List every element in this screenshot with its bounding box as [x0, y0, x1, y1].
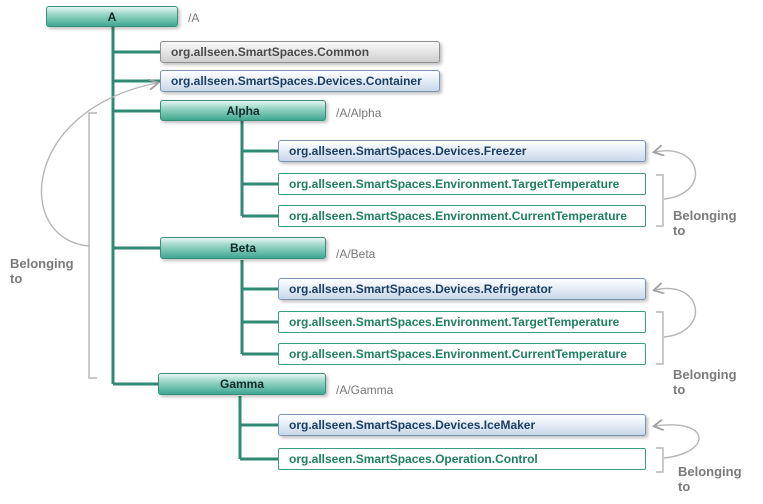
interface-common-label: org.allseen.SmartSpaces.Common: [171, 45, 370, 59]
interface-icemaker[interactable]: org.allseen.SmartSpaces.Devices.IceMaker: [278, 414, 646, 436]
interface-icemaker-label: org.allseen.SmartSpaces.Devices.IceMaker: [289, 418, 536, 432]
root-object-path: /A: [188, 11, 200, 25]
interface-beta-target-temperature-label: org.allseen.SmartSpaces.Environment.Targ…: [289, 315, 620, 329]
gamma-belonging-arrow: [655, 425, 700, 459]
left-belonging-label: Belonging to: [10, 256, 74, 286]
interface-devices-container-label: org.allseen.SmartSpaces.Devices.Containe…: [171, 74, 422, 88]
interface-beta-current-temperature-label: org.allseen.SmartSpaces.Environment.Curr…: [289, 347, 627, 361]
left-belonging-bracket: [88, 112, 97, 379]
gamma-belonging-label: Belonging to: [678, 464, 742, 494]
alpha-belonging-label: Belonging to: [673, 208, 737, 238]
gamma-belonging-bracket: [656, 447, 664, 473]
object-gamma-label: Gamma: [219, 377, 265, 391]
interface-alpha-current-temperature[interactable]: org.allseen.SmartSpaces.Environment.Curr…: [278, 205, 646, 227]
interface-refrigerator-label: org.allseen.SmartSpaces.Devices.Refriger…: [289, 282, 553, 296]
interface-freezer[interactable]: org.allseen.SmartSpaces.Devices.Freezer: [278, 140, 646, 162]
interface-beta-target-temperature[interactable]: org.allseen.SmartSpaces.Environment.Targ…: [278, 311, 646, 333]
object-node-alpha[interactable]: Alpha: [160, 100, 326, 121]
interface-alpha-target-temperature[interactable]: org.allseen.SmartSpaces.Environment.Targ…: [278, 173, 646, 195]
beta-belonging-bracket: [656, 311, 664, 365]
object-beta-label: Beta: [229, 241, 256, 255]
interface-operation-control-label: org.allseen.SmartSpaces.Operation.Contro…: [289, 452, 538, 466]
beta-belonging-label: Belonging to: [673, 367, 737, 397]
alpha-belonging-bracket: [656, 174, 664, 227]
root-object-node[interactable]: A: [46, 6, 178, 27]
object-node-beta[interactable]: Beta: [160, 237, 326, 259]
interface-devices-container[interactable]: org.allseen.SmartSpaces.Devices.Containe…: [160, 70, 440, 92]
left-belonging-arrow: [40, 83, 157, 247]
interface-operation-control[interactable]: org.allseen.SmartSpaces.Operation.Contro…: [278, 448, 646, 470]
interface-freezer-label: org.allseen.SmartSpaces.Devices.Freezer: [289, 144, 527, 158]
root-object-label: A: [107, 9, 117, 24]
interface-refrigerator[interactable]: org.allseen.SmartSpaces.Devices.Refriger…: [278, 278, 646, 300]
beta-belonging-arrow: [655, 289, 697, 338]
object-gamma-path: /A/Gamma: [336, 383, 394, 397]
interface-common[interactable]: org.allseen.SmartSpaces.Common: [160, 41, 440, 63]
object-alpha-path: /A/Alpha: [336, 106, 382, 120]
interface-beta-current-temperature[interactable]: org.allseen.SmartSpaces.Environment.Curr…: [278, 343, 646, 365]
object-alpha-label: Alpha: [226, 103, 260, 118]
interface-alpha-current-temperature-label: org.allseen.SmartSpaces.Environment.Curr…: [289, 209, 627, 223]
object-beta-path: /A/Beta: [336, 247, 376, 261]
alpha-belonging-arrow: [655, 151, 697, 200]
object-node-gamma[interactable]: Gamma: [158, 373, 326, 395]
interface-alpha-target-temperature-label: org.allseen.SmartSpaces.Environment.Targ…: [289, 177, 620, 191]
